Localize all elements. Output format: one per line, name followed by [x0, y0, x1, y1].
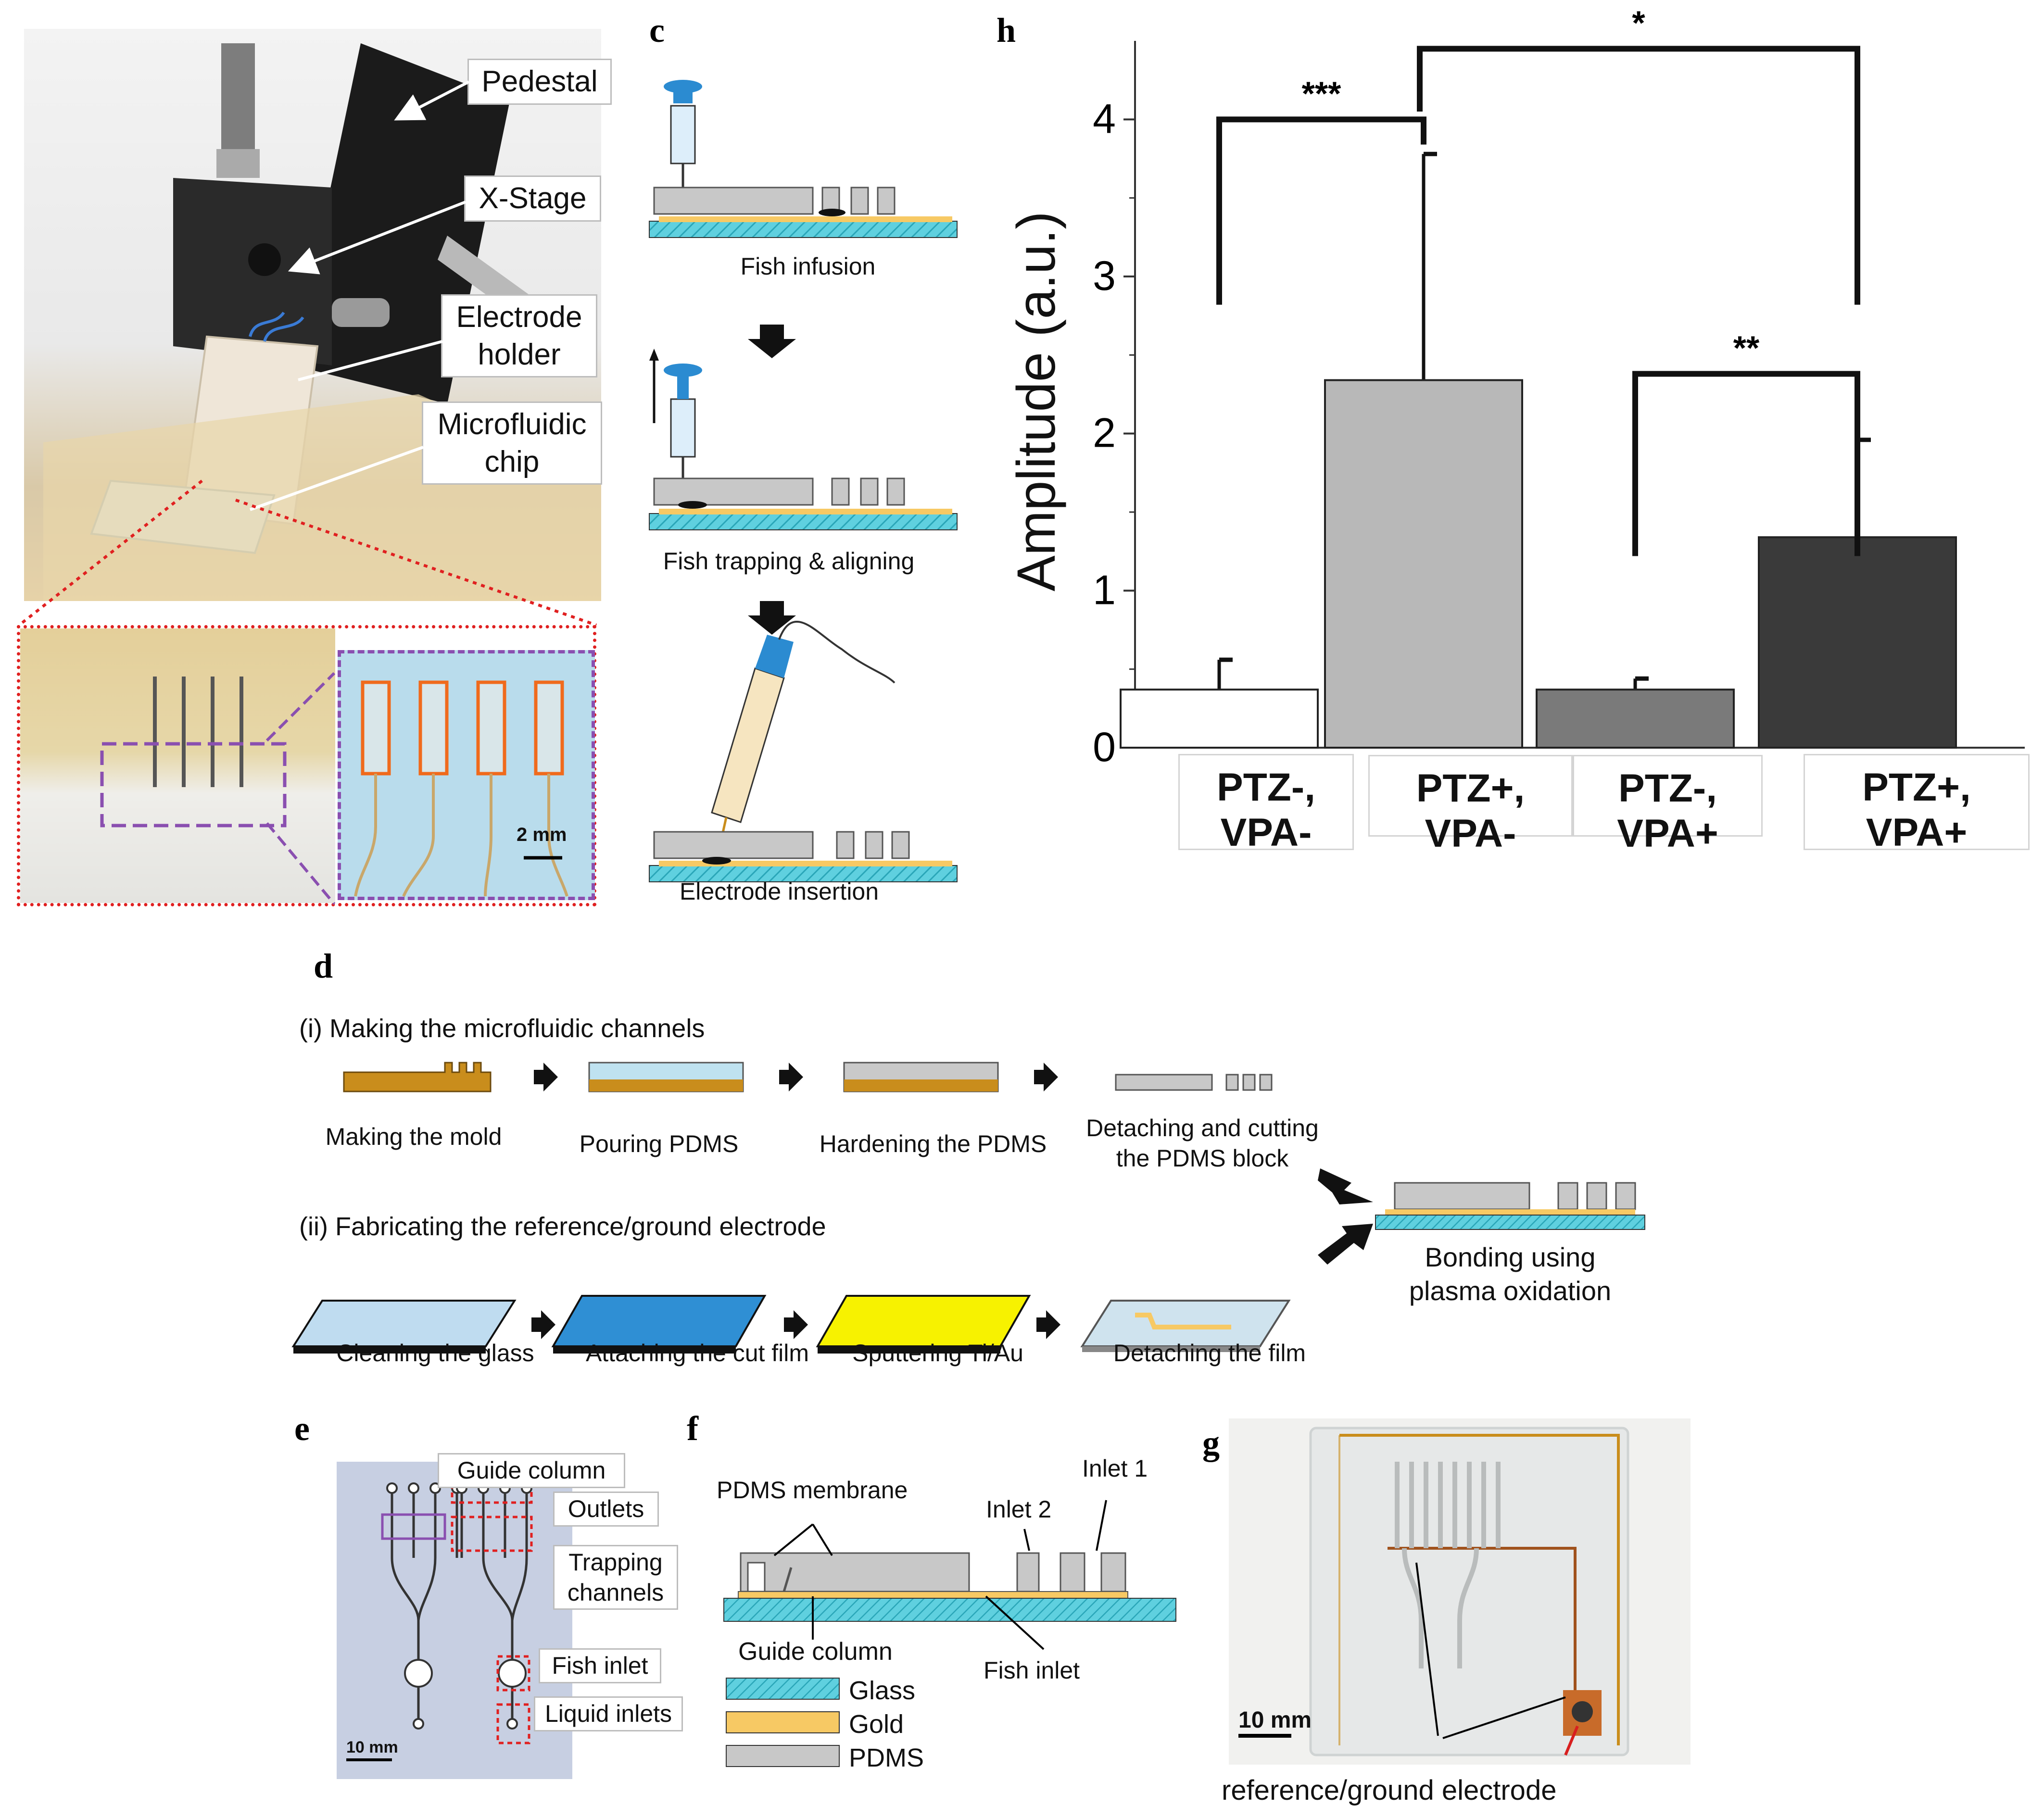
legend-pdms: PDMS: [849, 1743, 924, 1772]
panel-label-e: e: [294, 1409, 310, 1448]
y-tick-label: 0: [1093, 724, 1116, 770]
chip-zoom-photo: [20, 628, 335, 903]
label-outlets: Outlets: [553, 1492, 659, 1527]
callout-microfluidic-chip: Microfluidic chip: [422, 401, 602, 485]
trapping-channels-detail: [354, 680, 568, 897]
step-pouring-pdms: Pouring PDMS: [579, 1130, 739, 1157]
label-guide-column-f: Guide column: [738, 1638, 893, 1666]
label-guide-column: Guide column: [438, 1453, 625, 1488]
chip-photo-drawing: [1238, 1427, 1629, 1756]
legend-glass: Glass: [849, 1676, 916, 1705]
bar: [1120, 689, 1319, 749]
step-electrode-insertion: Electrode insertion: [679, 878, 879, 905]
label-pdms-membrane: PDMS membrane: [717, 1477, 908, 1504]
label-fish-inlet-f: Fish inlet: [984, 1657, 1080, 1684]
legend-gold: Gold: [849, 1710, 904, 1739]
setup-photo: [24, 29, 601, 601]
label-trapping-channels: Trapping channels: [553, 1545, 678, 1610]
bar: [1536, 689, 1735, 749]
panel-label-c: c: [649, 11, 665, 50]
step-fish-infusion: Fish infusion: [740, 253, 876, 280]
label-inlet-2: Inlet 2: [986, 1496, 1052, 1523]
chip-zoom-detail: 2 mm: [338, 650, 595, 900]
step-bonding-plasma: Bonding using plasma oxidation: [1409, 1242, 1612, 1306]
fabrication-diagram: [291, 1062, 1645, 1354]
panel-label-f: f: [687, 1409, 698, 1448]
label-fish-inlet: Fish inlet: [539, 1648, 661, 1683]
panel-label-h: h: [997, 11, 1016, 50]
step-cleaning-glass: Cleaning the glass: [336, 1340, 534, 1367]
step-making-mold: Making the mold: [325, 1123, 502, 1150]
step-fish-trapping: Fish trapping & aligning: [663, 548, 915, 575]
step-sputtering: Sputtering Ti/Au: [852, 1340, 1023, 1367]
cross-section-diagram: [723, 1500, 1176, 1767]
panel-label-g: g: [1202, 1424, 1220, 1462]
chip-layout-background: 10 mm: [337, 1462, 572, 1779]
y-tick-label: 2: [1093, 410, 1116, 456]
heading-fabricating-electrode: (ii) Fabricating the reference/ground el…: [299, 1212, 826, 1241]
step-detaching-cutting: Detaching and cutting the PDMS block: [1086, 1115, 1319, 1172]
scale-2mm: 2 mm: [517, 824, 567, 845]
category-label-3: PTZ-, VPA+: [1573, 755, 1763, 855]
chip-layout-drawing: [346, 1475, 533, 1761]
procedure-diagram: [649, 80, 958, 882]
y-tick-label: 1: [1093, 567, 1116, 613]
significance-bracket: [1632, 371, 1860, 556]
scale-10mm-e: 10 mm: [346, 1738, 398, 1756]
step-attaching-film: Attaching the cut film: [585, 1340, 809, 1367]
y-tick-label: 3: [1093, 253, 1116, 299]
significance-bracket: [1417, 46, 1860, 305]
heading-making-channels: (i) Making the microfluidic channels: [299, 1014, 705, 1043]
chip-photo: 10 mm: [1229, 1418, 1691, 1765]
label-inlet-1: Inlet 1: [1082, 1455, 1148, 1482]
bar: [1324, 379, 1523, 749]
significance-bracket: [1216, 116, 1426, 305]
scale-10mm-g: 10 mm: [1238, 1707, 1312, 1733]
syringe-1: [664, 80, 702, 207]
electrode-pins: [100, 677, 287, 828]
significance-label: *: [1632, 4, 1645, 41]
chip-zoom-frame: 2 mm: [17, 625, 596, 906]
callout-x-stage: X-Stage: [464, 176, 601, 222]
label-liquid-inlets: Liquid inlets: [534, 1696, 683, 1731]
bar: [1758, 536, 1957, 749]
callout-electrode-holder: Electrode holder: [441, 294, 597, 377]
y-axis-label: Amplitude (a.u.): [1006, 211, 1066, 591]
category-label-1: PTZ-, VPA-: [1178, 754, 1354, 854]
callout-pedestal: Pedestal: [467, 59, 612, 105]
panel-label-d: d: [314, 947, 333, 985]
callout-arrows: [18, 80, 597, 627]
step-detaching-film: Detaching the film: [1113, 1340, 1306, 1367]
significance-label: ***: [1302, 75, 1341, 112]
category-label-4: PTZ+, VPA+: [1804, 754, 2030, 854]
step-hardening-pdms: Hardening the PDMS: [819, 1130, 1047, 1157]
y-tick-label: 4: [1093, 96, 1116, 142]
caption-reference-ground-electrode: reference/ground electrode: [1222, 1775, 1557, 1806]
category-label-2: PTZ+, VPA-: [1368, 755, 1573, 855]
significance-label: **: [1733, 329, 1760, 367]
